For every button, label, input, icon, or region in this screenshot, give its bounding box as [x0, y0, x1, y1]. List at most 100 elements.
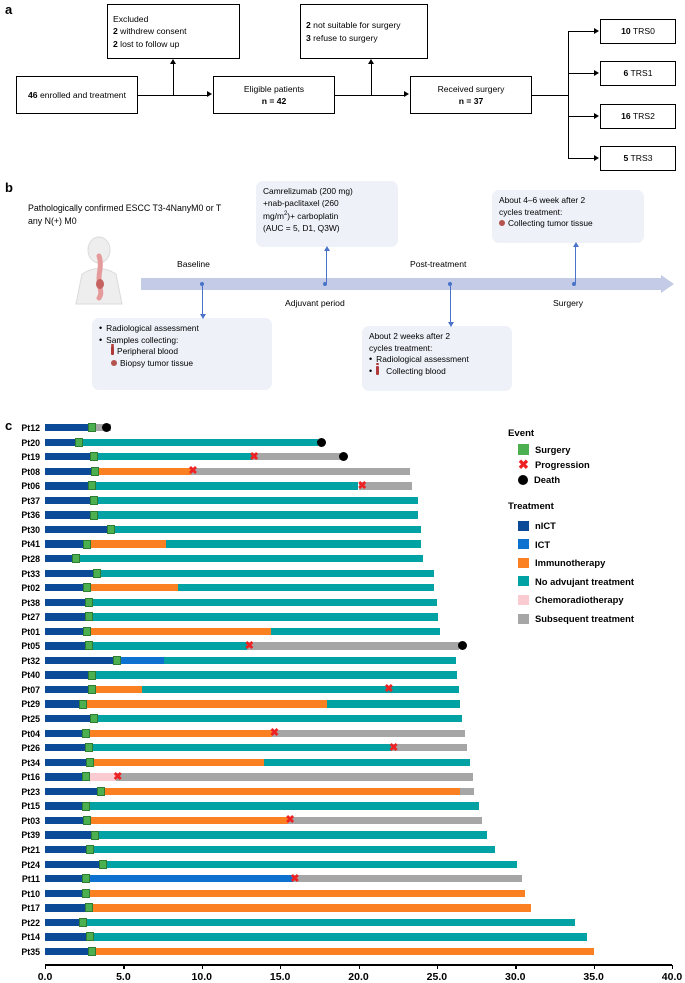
panel-b-timeline: b Pathologically confirmed ESCC T3-4Nany… — [0, 178, 685, 410]
bullet-dot: • — [99, 334, 103, 345]
regimen-line-2: +nab-paclitaxel (260 — [263, 197, 339, 208]
progression-marker-pt03: ✖ — [285, 814, 295, 827]
y-axis-label-pt12: Pt12 — [21, 423, 40, 433]
bar-segment-pt24-no-advujant-treatment — [102, 860, 517, 868]
surgery-marker-pt35 — [88, 947, 97, 956]
y-axis-label-pt16: Pt16 — [21, 772, 40, 783]
x-axis-tick-2 — [201, 965, 204, 970]
connector-trs-trunk — [568, 31, 570, 159]
y-axis-label-pt25: Pt25 — [21, 714, 40, 724]
surgery-marker-pt41 — [83, 539, 92, 549]
trs2-label: TRS2 — [632, 111, 655, 122]
bar-segment-pt23-immunotherapy — [101, 787, 461, 796]
connector-trs2 — [568, 116, 595, 118]
connector-enrolled-eligible — [138, 94, 208, 96]
flow-box-trs0: 10 TRS0 — [600, 19, 676, 44]
surgery-marker-pt22 — [78, 917, 87, 927]
flow-box-eligible: Eligible patients n = 42 — [213, 76, 335, 114]
post-box-line-1: About 2 weeks after 2 — [369, 331, 451, 341]
bar-segment-pt11-nict — [45, 875, 86, 883]
notsuitable-line-1: 2 not suitable for surgery — [306, 19, 422, 31]
surgery-marker-pt32 — [113, 656, 122, 665]
legend-item-no-advujant-treatment: No advujant treatment — [518, 576, 634, 587]
surgery-marker-pt17 — [84, 903, 93, 913]
y-axis-label-pt27: Pt27 — [21, 612, 40, 623]
connector-baseline-arrow — [199, 314, 206, 319]
progression-marker-pt04: ✖ — [269, 727, 280, 740]
connector-post-arrow — [447, 322, 454, 327]
y-axis-label-pt22: Pt22 — [21, 917, 40, 928]
bar-segment-pt24-nict — [45, 860, 103, 868]
legend-item-nict: nICT — [518, 520, 556, 531]
excluded-l1-text: withdrew consent — [120, 26, 187, 37]
legend-label: Death — [534, 474, 561, 485]
x-axis-tick-4 — [358, 965, 360, 970]
x-axis-tick-label-0: 0.0 — [37, 971, 53, 983]
progression-marker-pt26: ✖ — [388, 741, 399, 754]
trs2-text: 16 TRS2 — [621, 110, 655, 122]
panel-a-flowchart: a Excluded 2 withdrew consent 2 lost to … — [0, 0, 685, 178]
bar-segment-pt32-nict — [45, 656, 118, 665]
timeline-label-post-treatment: Post-treatment — [410, 259, 467, 269]
bar-segment-pt06-no-advujant-treatment — [92, 482, 359, 490]
x-axis-tick-6 — [515, 965, 517, 970]
legend-label: ICT — [535, 538, 551, 550]
excluded-line-2: 2 lost to follow up — [113, 38, 234, 50]
surgery-marker-pt01 — [83, 626, 92, 636]
surgery-box-line-1: About 4–6 week after 2 — [499, 195, 586, 205]
y-axis-label-pt23: Pt23 — [21, 786, 40, 797]
bar-segment-pt10-immunotherapy — [85, 889, 525, 897]
x-axis-tick-label-7: 35.0 — [583, 971, 604, 983]
timeline-dot-posttreatment — [448, 282, 452, 286]
y-axis-label-pt17: Pt17 — [21, 903, 40, 914]
legend-label: Progression — [535, 459, 590, 470]
surgery-marker-pt27 — [84, 612, 93, 622]
bar-segment-pt06-nict — [45, 482, 93, 490]
x-axis-tick-7 — [593, 965, 595, 970]
bar-segment-pt27-no-advujant-treatment — [88, 613, 439, 621]
bar-segment-pt14-no-advujant-treatment — [90, 933, 588, 941]
bar-segment-pt20-nict — [45, 438, 80, 446]
bar-segment-pt23-nict — [45, 787, 102, 796]
legend-label: nICT — [535, 520, 556, 531]
arrow-to-trs2 — [594, 113, 599, 119]
y-axis-label-pt26: Pt26 — [21, 743, 40, 754]
bar-segment-pt34-immunotherapy — [90, 758, 265, 767]
y-axis-label-pt10: Pt10 — [21, 888, 40, 899]
connector-baseline — [202, 286, 204, 314]
timeline-label-adjuvant-period: Adjuvant period — [285, 298, 345, 308]
bar-segment-pt32-no-advujant-treatment — [164, 656, 456, 665]
bar-segment-pt04-subsequent-treatment — [272, 729, 466, 737]
bar-segment-pt19-no-advujant-treatment — [93, 453, 252, 461]
y-axis-label-pt30: Pt30 — [21, 524, 40, 535]
blood-tube-icon — [376, 363, 380, 375]
arrow-to-trs0 — [594, 28, 599, 34]
bar-segment-pt41-nict — [45, 540, 88, 548]
bar-segment-pt02-no-advujant-treatment — [178, 584, 434, 592]
trs1-count: 6 — [623, 68, 629, 79]
bar-segment-pt36-no-advujant-treatment — [93, 511, 419, 519]
bar-segment-pt32-ict — [117, 656, 165, 665]
eligible-n: n = 42 — [261, 96, 287, 106]
progression-marker-pt11: ✖ — [290, 872, 300, 885]
surgery-marker-pt20 — [75, 437, 84, 447]
flow-box-received-surgery: Received surgery n = 37 — [410, 76, 532, 114]
trs0-label: TRS0 — [632, 26, 655, 37]
panel-b-letter: b — [5, 180, 13, 195]
excluded-line-1: 2 withdrew consent — [113, 25, 234, 37]
progression-marker-pt19: ✖ — [249, 450, 259, 463]
connector-surgery-box — [575, 246, 577, 283]
surgery-marker-pt08 — [91, 466, 100, 476]
timeline-label-surgery: Surgery — [553, 298, 584, 308]
bar-segment-pt16-nict — [45, 773, 86, 781]
flow-box-enrolled: 46 enrolled and treatment — [16, 76, 138, 114]
excluded-l2-count: 2 — [113, 38, 118, 49]
bar-segment-pt02-immunotherapy — [87, 584, 179, 592]
baseline-collection-box: •Radiological assessment •Samples collec… — [92, 318, 272, 390]
connector-post-treatment — [450, 286, 452, 322]
surgery-marker-pt24 — [98, 859, 107, 869]
enrolled-label: enrolled and treatment — [39, 89, 126, 100]
trs1-text: 6 TRS1 — [624, 67, 653, 79]
bar-segment-pt30-no-advujant-treatment — [110, 525, 422, 534]
